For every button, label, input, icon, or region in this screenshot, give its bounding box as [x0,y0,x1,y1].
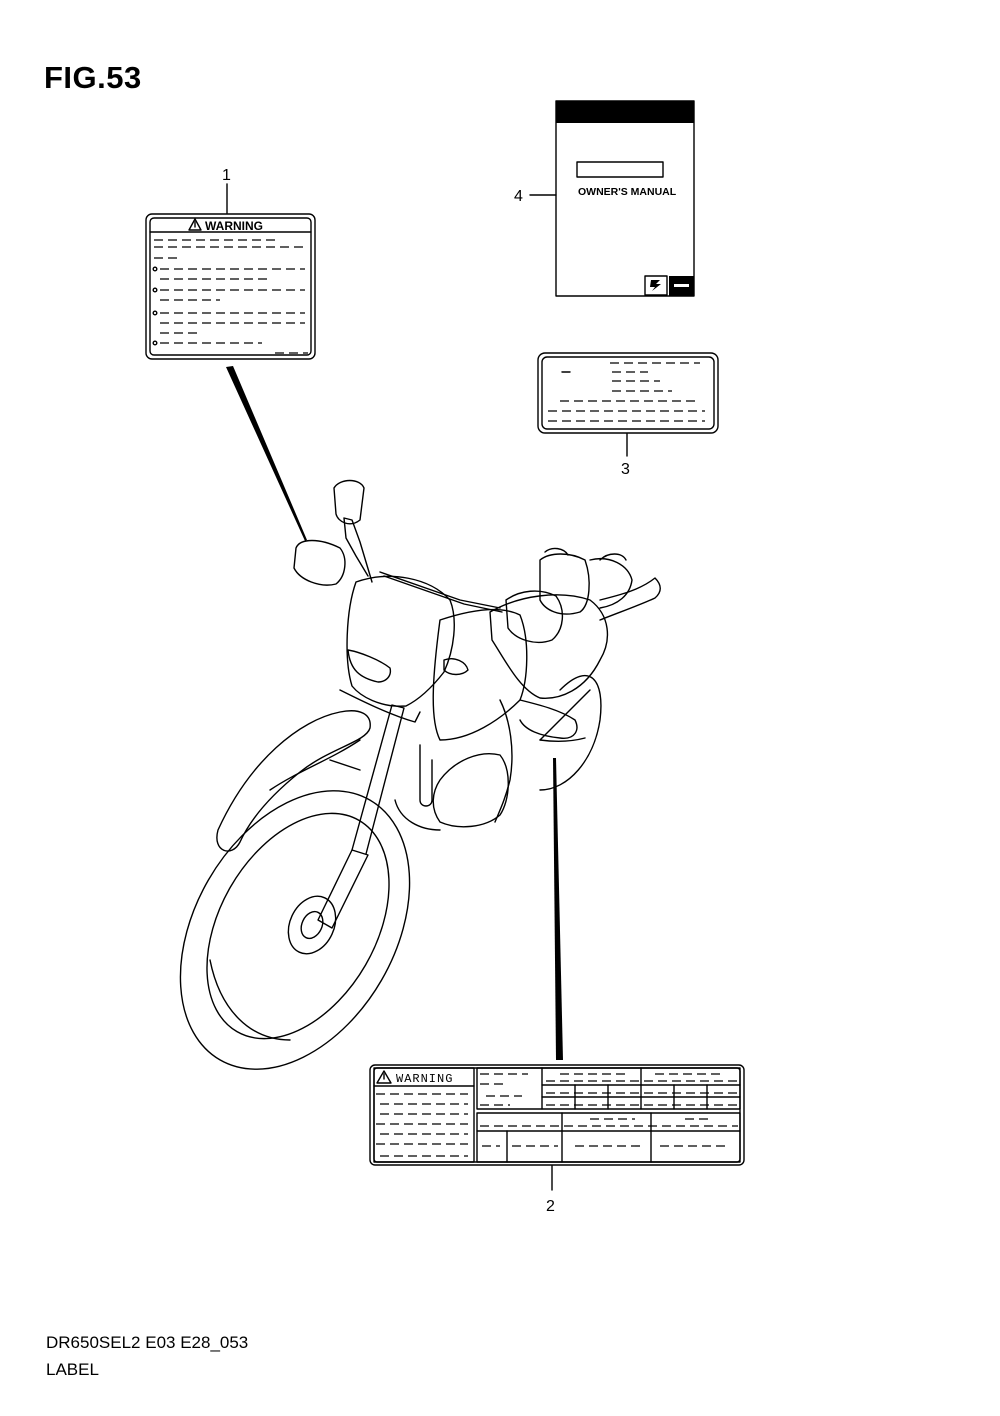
warning-label-2-heading: WARNING [396,1072,453,1086]
label-1-pointer [226,366,307,541]
callout-1: 1 [222,167,231,184]
motorcycle-illustration [179,479,661,1070]
warning-label-1-heading: WARNING [205,219,263,233]
suzuki-logo-icon [644,275,668,296]
owners-manual: OWNER'S MANUAL [555,100,695,297]
warning-triangle-icon [376,1070,392,1084]
section-name: LABEL [46,1360,99,1379]
figure-title: FIG.53 [44,60,142,95]
callout-4: 4 [514,188,523,205]
callout-2: 2 [546,1198,555,1215]
warning-label-2: WARNING [369,1064,745,1166]
info-label-3 [537,352,719,434]
model-code: DR650SEL2 E03 E28_053 [46,1333,249,1352]
label-2-pointer [553,758,563,1060]
warning-label-1: WARNING [145,213,316,360]
owners-manual-title: OWNER'S MANUAL [578,186,677,198]
callout-3: 3 [621,461,630,478]
warning-triangle-icon [188,218,202,231]
